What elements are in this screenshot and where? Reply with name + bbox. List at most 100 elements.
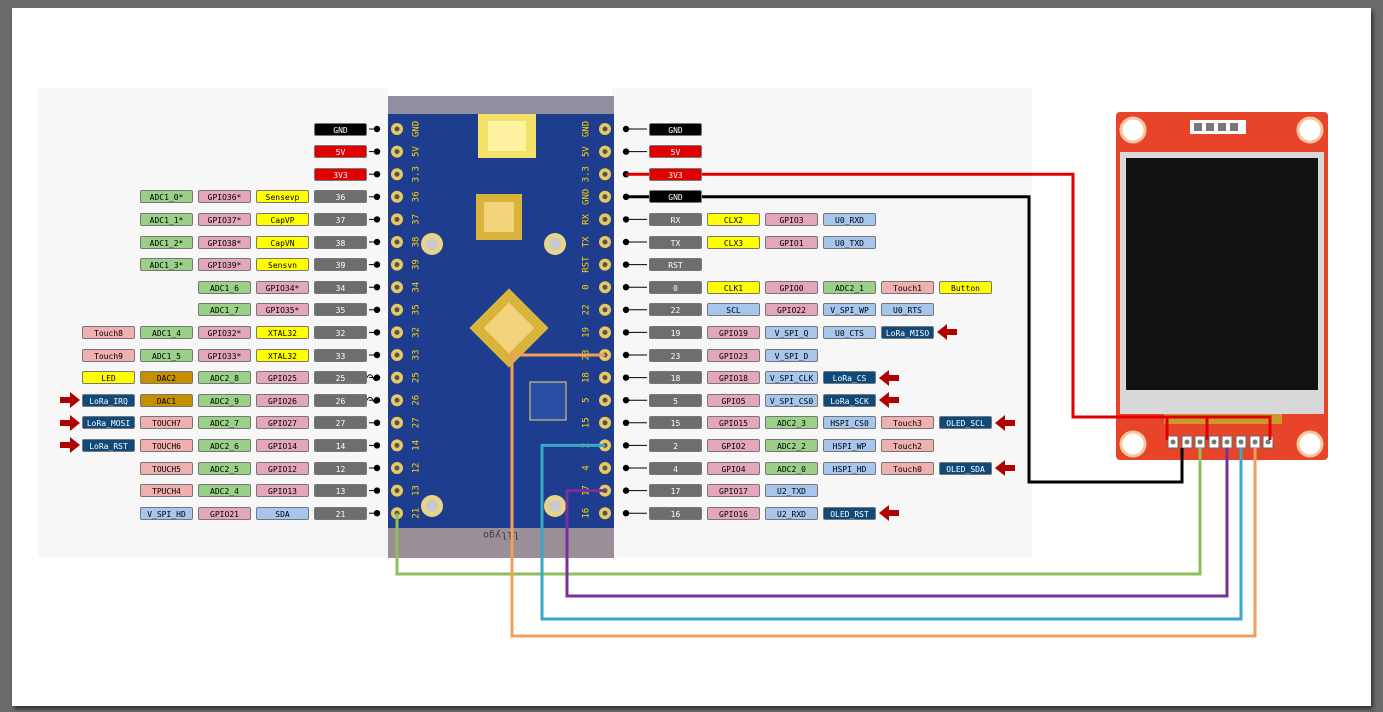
pin-dot xyxy=(622,148,630,155)
board-pad-hole xyxy=(602,126,608,132)
display-pin-hole xyxy=(1197,439,1203,445)
left-pin-label-gpio33-: GPIO33* xyxy=(198,348,251,362)
left-pin-label-12: 12 xyxy=(314,461,367,475)
left-pin-label-32: 32 xyxy=(314,325,367,339)
right-pin-label-gnd: GND xyxy=(649,122,702,136)
right-pin-label-oled-rst: OLED_RST xyxy=(823,506,876,520)
board-brand-text: lilygo xyxy=(483,529,519,540)
board-silk-right: 3.3 xyxy=(582,166,592,182)
right-pin-label-oled-scl: OLED_SCL xyxy=(939,416,992,430)
board-silk-left: 21 xyxy=(412,508,422,519)
left-pin-label-lora-mosi: LoRa_MOSI xyxy=(82,416,135,430)
pointer-arrow-icon xyxy=(879,392,899,409)
board-pad-hole xyxy=(602,510,608,516)
right-pin-label-clx3: CLX3 xyxy=(707,235,760,249)
right-pin-label-v-spi-d: V_SPI_D xyxy=(765,348,818,362)
wire-3v3 xyxy=(626,172,1272,440)
left-pin-label-adc1-4: ADC1_4 xyxy=(140,325,193,339)
left-pin-label-33: 33 xyxy=(314,348,367,362)
left-pin-label-touch7: TOUCH7 xyxy=(140,416,193,430)
esp32-board: GND5V3.3363738393435323325262714121321GN… xyxy=(388,96,614,558)
right-pin-label-adc2-3: ADC2_3 xyxy=(765,416,818,430)
board-pad-hole xyxy=(394,307,400,313)
left-pin-label-adc2-8: ADC2_8 xyxy=(198,371,251,385)
right-pin-label-22: 22 xyxy=(649,303,702,317)
board-pad-hole xyxy=(394,171,400,177)
wire-gpio23 xyxy=(510,353,1257,638)
left-pin-label-capvn: CapVN xyxy=(256,235,309,249)
right-pin-label-v-spi-q: V_SPI_Q xyxy=(765,325,818,339)
left-pin-label-13: 13 xyxy=(314,484,367,498)
board-silk-left: 36 xyxy=(412,191,422,202)
pin-dot xyxy=(622,397,630,404)
wiring-canvas: GND5V3.3363738393435323325262714121321GN… xyxy=(38,88,1328,638)
display-pin-hole xyxy=(1184,439,1190,445)
right-pin-label-rst: RST xyxy=(649,258,702,272)
left-pin-label-36: 36 xyxy=(314,190,367,204)
board-pad-hole xyxy=(394,216,400,222)
right-pin-label-clx2: CLX2 xyxy=(707,212,760,226)
left-pin-label-gpio14: GPIO14 xyxy=(256,438,309,452)
board-silk-left: 39 xyxy=(412,259,422,270)
left-pin-label-sensevp: Sensevp xyxy=(256,190,309,204)
left-pin-label-lora-rst: LoRa_RST xyxy=(82,438,135,452)
board-pad-hole xyxy=(394,329,400,335)
board-pad-hole xyxy=(602,262,608,268)
pin-dot xyxy=(622,374,630,381)
left-pin-label-gpio26: GPIO26 xyxy=(256,393,309,407)
board-silk-left: 27 xyxy=(412,417,422,428)
board-silk-left: 5V xyxy=(412,146,422,157)
right-pin-label-lora-miso: LoRa_MISO xyxy=(881,325,934,339)
pin-dot xyxy=(622,510,630,517)
pin-dot xyxy=(373,238,381,246)
pointer-arrow-icon xyxy=(60,414,80,431)
left-pin-label-adc1-1-: ADC1_1* xyxy=(140,212,193,226)
left-pin-label-gpio12: GPIO12 xyxy=(256,461,309,475)
right-pin-label-touch0: Touch0 xyxy=(881,461,934,475)
left-pin-panel xyxy=(38,88,388,558)
left-pin-label-touch5: TOUCH5 xyxy=(140,461,193,475)
pin-dot xyxy=(373,261,381,268)
left-pin-label-34: 34 xyxy=(314,280,367,294)
board-silk-right: 0 xyxy=(582,284,592,289)
board-pad-hole xyxy=(394,284,400,290)
left-pin-label-37: 37 xyxy=(314,212,367,226)
pin-dot xyxy=(373,329,381,336)
pin-dot xyxy=(622,464,630,472)
pin-dot xyxy=(622,216,630,223)
left-pin-label-39: 39 xyxy=(314,258,367,272)
right-pin-label-gpio0: GPIO0 xyxy=(765,280,818,294)
left-pin-label-gpio34-: GPIO34* xyxy=(256,280,309,294)
left-pin-label-touch9: Touch9 xyxy=(82,348,135,362)
left-pin-label-gpio35-: GPIO35* xyxy=(256,303,309,317)
right-pin-label-18: 18 xyxy=(649,371,702,385)
wire-sda xyxy=(395,448,1202,576)
left-pin-label-tpuch4: TPUCH4 xyxy=(140,484,193,498)
pin-dot xyxy=(373,487,381,494)
board-silk-right: GND xyxy=(582,189,592,205)
left-pin-label-sensvn: Sensvn xyxy=(256,258,309,272)
pointer-arrow-icon xyxy=(60,392,80,409)
board-silk-left: 33 xyxy=(412,350,422,361)
board-pad-hole xyxy=(394,149,400,155)
left-pin-label-xtal32: XTAL32 xyxy=(256,348,309,362)
left-pin-label-21: 21 xyxy=(314,506,367,520)
board-pad-hole xyxy=(394,442,400,448)
left-pin-label-38: 38 xyxy=(314,235,367,249)
board-pad-hole xyxy=(394,352,400,358)
right-pin-label-v-spi-cs0: V_SPI_CS0 xyxy=(765,393,818,407)
pin-dot xyxy=(622,419,630,426)
right-pin-label-5: 5 xyxy=(649,393,702,407)
display-pin-hole xyxy=(1238,439,1244,445)
left-pin-label-capvp: CapVP xyxy=(256,212,309,226)
board-pad-hole xyxy=(394,126,400,132)
right-pin-label-tx: TX xyxy=(649,235,702,249)
board-pad-hole xyxy=(394,397,400,403)
display-pin-hole xyxy=(1211,439,1217,445)
board-silk-left: 35 xyxy=(412,304,422,315)
right-pin-label-gpio19: GPIO19 xyxy=(707,325,760,339)
right-pin-label-4: 4 xyxy=(649,461,702,475)
left-pin-label-adc2-6: ADC2_6 xyxy=(198,438,251,452)
pin-dot xyxy=(373,125,381,133)
board-silk-left: 38 xyxy=(412,237,422,248)
